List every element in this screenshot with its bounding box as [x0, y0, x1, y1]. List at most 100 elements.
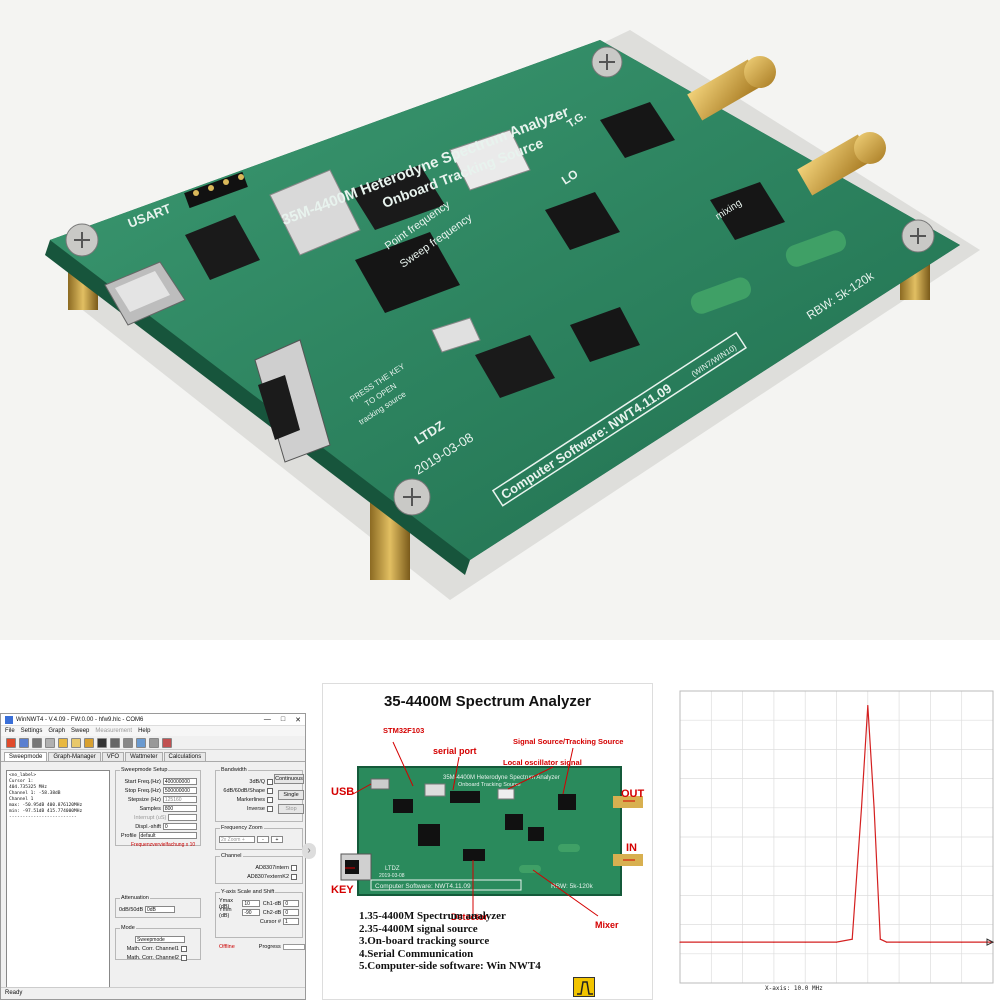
samples-input[interactable]: 800: [162, 805, 197, 812]
start-freq-input[interactable]: 400000000: [162, 778, 197, 785]
math-corr-ch2-checkbox[interactable]: [181, 954, 187, 961]
menu-file[interactable]: File: [5, 728, 15, 734]
menu-sweep[interactable]: Sweep: [71, 728, 90, 734]
printer-icon[interactable]: [45, 737, 55, 748]
maximize-button[interactable]: □: [280, 715, 286, 723]
ymax-label: Ymax (dB): [219, 897, 234, 910]
interrupt-select[interactable]: [168, 814, 197, 821]
menu-graph[interactable]: Graph: [48, 728, 66, 734]
tab-vfo[interactable]: VFO: [101, 752, 125, 761]
spectrum-point: [851, 938, 853, 940]
source-chip: [600, 102, 675, 158]
callout-mixer: Mixer: [595, 920, 619, 930]
ymin-label: Ymin (dB): [219, 906, 232, 919]
ch2-db-label: Ch2-dB: [262, 909, 282, 916]
inverse-label: Inverse: [246, 805, 265, 812]
feature-item: 4.Serial Communication: [359, 947, 474, 960]
zoom-minus-button[interactable]: -: [257, 836, 269, 843]
markerlines-checkbox[interactable]: [267, 796, 273, 803]
delete-icon[interactable]: [162, 737, 172, 748]
crystal-tiny: [431, 317, 481, 353]
save-icon[interactable]: [19, 737, 29, 748]
key-button: [254, 339, 331, 463]
zoom-select[interactable]: 2x Zoom +: [219, 836, 255, 843]
close-button[interactable]: ✕: [295, 716, 301, 724]
channel-intern-checkbox[interactable]: [291, 864, 297, 871]
ch1-db-select[interactable]: 0: [283, 900, 299, 907]
callout-detector: Detector: [451, 912, 488, 922]
ymin-select[interactable]: -90: [242, 909, 260, 916]
winnwt4-logo: [573, 977, 595, 997]
chip-switch: [350, 165, 445, 230]
out-sma: [613, 796, 643, 808]
info-ltdz-text: LTDZ: [385, 866, 400, 872]
progress-bar: [282, 943, 305, 950]
tab-graph-manager[interactable]: Graph-Manager: [48, 752, 101, 761]
menu-settings[interactable]: Settings: [20, 728, 43, 734]
info-heading-2: Onboard Tracking Source: [458, 782, 521, 788]
cursor-label: Cursor #: [259, 918, 281, 925]
mode-select[interactable]: Sweepmode: [135, 936, 185, 943]
title-bar: WinNWT4 - V.4.09 - FW:0.00 - hfw9.hlc - …: [1, 714, 305, 726]
menu-measurement[interactable]: Measurement: [95, 728, 133, 734]
continuous-button[interactable]: Continuous: [274, 774, 304, 784]
channel-extern-checkbox[interactable]: [291, 873, 297, 880]
tab-calculations[interactable]: Calculations: [163, 752, 207, 761]
source-ic: [558, 794, 576, 810]
settings-icon[interactable]: [84, 737, 94, 748]
app-icon: [5, 715, 13, 724]
open-icon[interactable]: [71, 737, 81, 748]
log-line: max: -50.95dB 400.876120MHz: [9, 803, 83, 808]
stop-button[interactable]: Stop: [278, 804, 304, 814]
penguin-icon[interactable]: [97, 737, 107, 748]
spectrum-point: [710, 941, 712, 943]
usb-regulator: [185, 215, 260, 280]
profile-select[interactable]: default: [138, 832, 197, 839]
spectrum-svg: [679, 690, 995, 984]
freq-zoom-group: Frequency Zoom 2x Zoom +-+: [215, 825, 303, 850]
power-icon[interactable]: [6, 737, 16, 748]
chevron-right-icon[interactable]: ›: [302, 843, 316, 859]
spectrum-point: [804, 941, 806, 943]
print-icon[interactable]: [32, 737, 42, 748]
inverse-checkbox[interactable]: [267, 805, 273, 812]
markerlines-label: Markerlines: [236, 796, 265, 803]
stop-freq-input[interactable]: 500000000: [162, 787, 197, 794]
info-icon[interactable]: [149, 737, 159, 748]
zoom-plus-button[interactable]: +: [271, 836, 283, 843]
stepsize-input[interactable]: 125160: [162, 796, 197, 803]
folder-icon[interactable]: [58, 737, 68, 748]
single-button[interactable]: Single: [278, 790, 304, 800]
math-corr-ch1-label: Math. Corr. Channel1: [126, 945, 179, 952]
spectrum-point: [898, 941, 900, 943]
attenuation-select[interactable]: 0dB: [145, 906, 175, 913]
math-corr-ch1-checkbox[interactable]: [181, 945, 187, 952]
feature-item: 2.35-4400M signal source: [359, 922, 478, 935]
minimize-button[interactable]: —: [263, 715, 271, 723]
spectrum-point: [885, 941, 888, 943]
inductor-1: [690, 277, 752, 314]
cursor-select[interactable]: 1: [283, 918, 299, 925]
regulator: [475, 335, 555, 398]
chart-icon[interactable]: [123, 737, 133, 748]
offline-status: Offline: [219, 943, 235, 950]
grid-icon[interactable]: [110, 737, 120, 748]
spectrum-point: [679, 941, 681, 943]
info-rbw-text: RBW: 5k-120k: [551, 883, 594, 890]
menu-help[interactable]: Help: [138, 728, 151, 734]
bw-shape-checkbox[interactable]: [267, 787, 273, 794]
export-icon[interactable]: [136, 737, 146, 748]
ch1-db-label: Ch1-dB: [262, 900, 282, 907]
ch2-db-select[interactable]: 0: [283, 909, 299, 916]
freq-multiplier-label: Frequenzvervielfachung x 10: [131, 841, 196, 848]
bw-3db-checkbox[interactable]: [267, 778, 273, 785]
ymax-select[interactable]: 10: [242, 900, 260, 907]
tab-sweepmode[interactable]: Sweepmode: [4, 752, 48, 761]
tab-wattmeter[interactable]: Wattmeter: [125, 752, 163, 761]
displ-shift-input[interactable]: 0: [162, 823, 197, 830]
interrupt-label: Interrupt (uS): [133, 814, 167, 821]
callout-signal-source: Signal Source/Tracking Source: [513, 737, 624, 746]
pcb-board: [50, 40, 960, 560]
